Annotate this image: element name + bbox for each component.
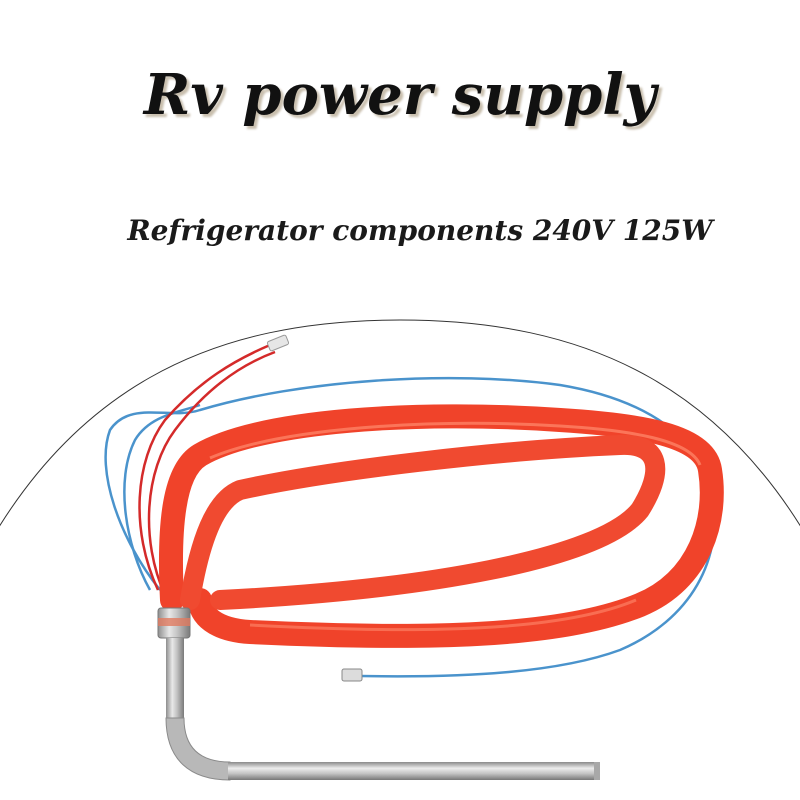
collar-band <box>158 618 190 626</box>
silicone-sleeve-inner <box>180 434 666 610</box>
steel-rod-bend <box>165 717 231 781</box>
red-wire-2 <box>138 343 271 591</box>
page-title: Rv power supply <box>143 62 657 128</box>
background-arc <box>0 319 800 527</box>
page-subtitle: Refrigerator components 240V 125W <box>127 214 713 247</box>
blue-wire-terminal <box>341 668 363 682</box>
sleeve-highlight-2 <box>249 598 637 632</box>
steel-rod-end <box>594 762 600 780</box>
blue-wire-2 <box>123 403 201 591</box>
steel-rod-horizontal <box>228 762 598 780</box>
silicone-sleeve-outer <box>158 404 724 648</box>
steel-rod-vertical <box>166 638 184 718</box>
blue-wire <box>104 376 716 678</box>
red-wire <box>147 350 276 596</box>
sleeve-highlight <box>209 421 702 466</box>
red-wire-terminal <box>266 334 290 352</box>
